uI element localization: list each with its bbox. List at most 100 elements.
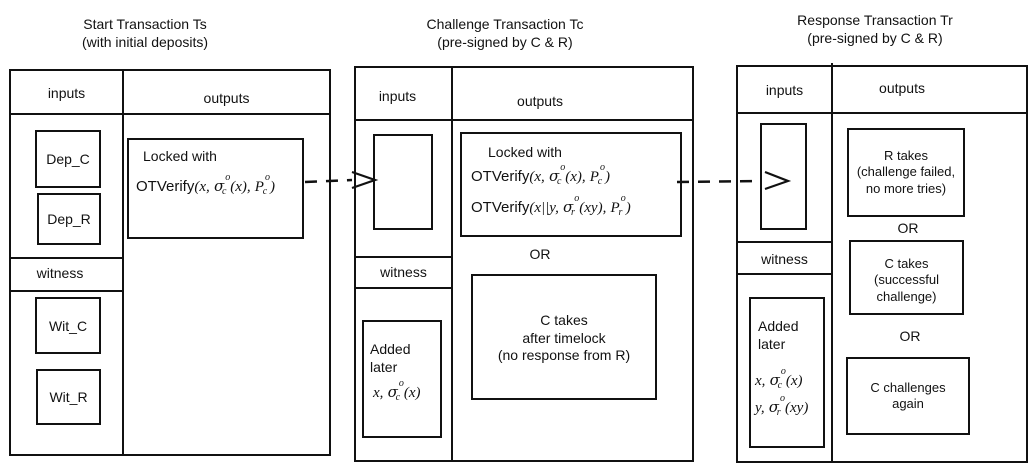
r-takes-line-1: R takes bbox=[883, 148, 929, 163]
response-tx-frame bbox=[736, 65, 1028, 463]
connector-tc-to-tr bbox=[676, 179, 761, 184]
c-takes-box bbox=[849, 240, 964, 315]
superscript-o: o bbox=[264, 172, 270, 183]
r-takes-line-3: no more tries) bbox=[865, 180, 947, 196]
otverify-fn: OTVerify bbox=[471, 199, 530, 216]
response-tx-witness-text: Added later bbox=[758, 317, 798, 353]
later-label: later bbox=[370, 359, 398, 376]
challenge-tx-outputs-header: outputs bbox=[517, 93, 563, 109]
response-tx-title: Response Transaction Tr (pre-signed by C… bbox=[770, 12, 980, 47]
later-label: later bbox=[758, 336, 786, 353]
subscript-c: c bbox=[262, 186, 268, 197]
response-tx-outputs-header: outputs bbox=[879, 80, 925, 96]
subscript-r: r bbox=[776, 407, 781, 418]
challenge-tx-locked-label: Locked with bbox=[488, 144, 562, 160]
added-label: Added bbox=[758, 318, 799, 334]
response-tx-witness-box bbox=[749, 297, 825, 448]
start-tx-subtitle-text: (with initial deposits) bbox=[81, 33, 209, 50]
subscript-c: c bbox=[221, 186, 227, 197]
response-tx-witness-header: witness bbox=[761, 251, 808, 267]
close-paren: ) bbox=[604, 169, 610, 185]
arg-x: (x), bbox=[230, 179, 251, 195]
superscript-o: o bbox=[780, 393, 786, 404]
sigma-symbol: σ bbox=[563, 198, 574, 216]
subscript-c: c bbox=[556, 176, 562, 187]
c-challenges-again-box bbox=[846, 357, 970, 435]
timelock-line-1: C takes bbox=[540, 312, 588, 328]
var-x: x, bbox=[755, 373, 766, 389]
start-tx-output-box bbox=[127, 138, 304, 239]
wit-r-box bbox=[36, 369, 101, 425]
close-paren: ) bbox=[625, 200, 631, 216]
start-tx-locked-label: Locked with bbox=[143, 148, 217, 164]
r-takes-line-2: (challenge failed, bbox=[856, 164, 956, 180]
response-tx-or-label-1: OR bbox=[897, 220, 919, 236]
challenge-tx-inputs-header: inputs bbox=[378, 88, 417, 104]
response-tx-subtitle-text: (pre-signed by C & R) bbox=[807, 29, 943, 46]
wit-c-label: Wit_C bbox=[48, 318, 88, 334]
c-challenges-again-text: C challenges again bbox=[847, 380, 969, 413]
wit-r-label: Wit_R bbox=[49, 389, 88, 405]
superscript-o: o bbox=[225, 172, 231, 183]
c-takes-line-2: (successful bbox=[873, 272, 940, 288]
arrowhead-tc-to-tr bbox=[764, 170, 792, 191]
sigma-symbol: σ bbox=[768, 398, 780, 416]
c-takes-text: C takes (successful challenge) bbox=[850, 256, 963, 305]
var-x: x, bbox=[373, 385, 384, 401]
arg-x: (x) bbox=[785, 373, 803, 389]
challenge-tx-or-label: OR bbox=[529, 246, 551, 262]
sigma-symbol: σ bbox=[213, 177, 225, 195]
subscript-c: c bbox=[597, 176, 603, 187]
p-symbol: P bbox=[589, 169, 599, 185]
challenge-tx-witness-text: Added later bbox=[370, 340, 410, 376]
subscript-r: r bbox=[618, 207, 623, 218]
var-x: x, bbox=[534, 169, 545, 185]
dep-r-label: Dep_R bbox=[47, 211, 91, 227]
otverify-fn: OTVerify bbox=[136, 178, 195, 195]
challenge-tx-frame bbox=[354, 66, 694, 462]
sigma-symbol: σ bbox=[769, 371, 780, 389]
challenge-tx-title-text: Challenge Transaction Tc bbox=[426, 16, 584, 32]
superscript-o: o bbox=[620, 193, 626, 204]
close-paren: ) bbox=[269, 179, 275, 195]
superscript-o: o bbox=[599, 162, 605, 173]
sigma-symbol: σ bbox=[548, 167, 560, 185]
challenge-tx-output-box bbox=[460, 132, 682, 237]
challenge-tx-input-box bbox=[373, 134, 433, 230]
timelock-box-text: C takes after timelock (no response from… bbox=[472, 312, 656, 365]
start-tx-witness-header: witness bbox=[36, 265, 84, 281]
start-tx-title-text: Start Transaction Ts bbox=[83, 16, 207, 32]
r-takes-text: R takes (challenge failed, no more tries… bbox=[848, 148, 964, 197]
start-tx-outputs-header: outputs bbox=[203, 90, 250, 106]
c-challenges-line-1: C challenges bbox=[870, 380, 946, 395]
response-tx-input-box bbox=[760, 123, 807, 230]
c-challenges-line-2: again bbox=[892, 396, 924, 412]
start-tx-inputs-header: inputs bbox=[47, 85, 86, 101]
timelock-line-2: after timelock bbox=[522, 329, 606, 346]
p-symbol: P bbox=[254, 179, 264, 195]
superscript-o: o bbox=[780, 366, 786, 377]
otverify-fn: OTVerify bbox=[471, 168, 530, 185]
superscript-o: o bbox=[560, 162, 566, 173]
timelock-box bbox=[471, 274, 657, 400]
dep-c-box bbox=[35, 130, 101, 188]
wit-c-box bbox=[35, 297, 101, 354]
response-tx-title-text: Response Transaction Tr bbox=[797, 12, 953, 28]
var-x: x, bbox=[199, 179, 210, 195]
response-tx-inputs-header: inputs bbox=[765, 82, 804, 98]
connector-ts-to-tc bbox=[304, 178, 353, 184]
added-label: Added bbox=[370, 341, 411, 357]
start-tx-frame bbox=[9, 69, 331, 456]
arg-x: (x) bbox=[403, 385, 421, 401]
p-symbol: P bbox=[610, 200, 620, 216]
challenge-tx-title: Challenge Transaction Tc (pre-signed by … bbox=[390, 16, 620, 51]
arg-xy: (xy), bbox=[579, 200, 607, 216]
arg-x: (x), bbox=[565, 169, 586, 185]
